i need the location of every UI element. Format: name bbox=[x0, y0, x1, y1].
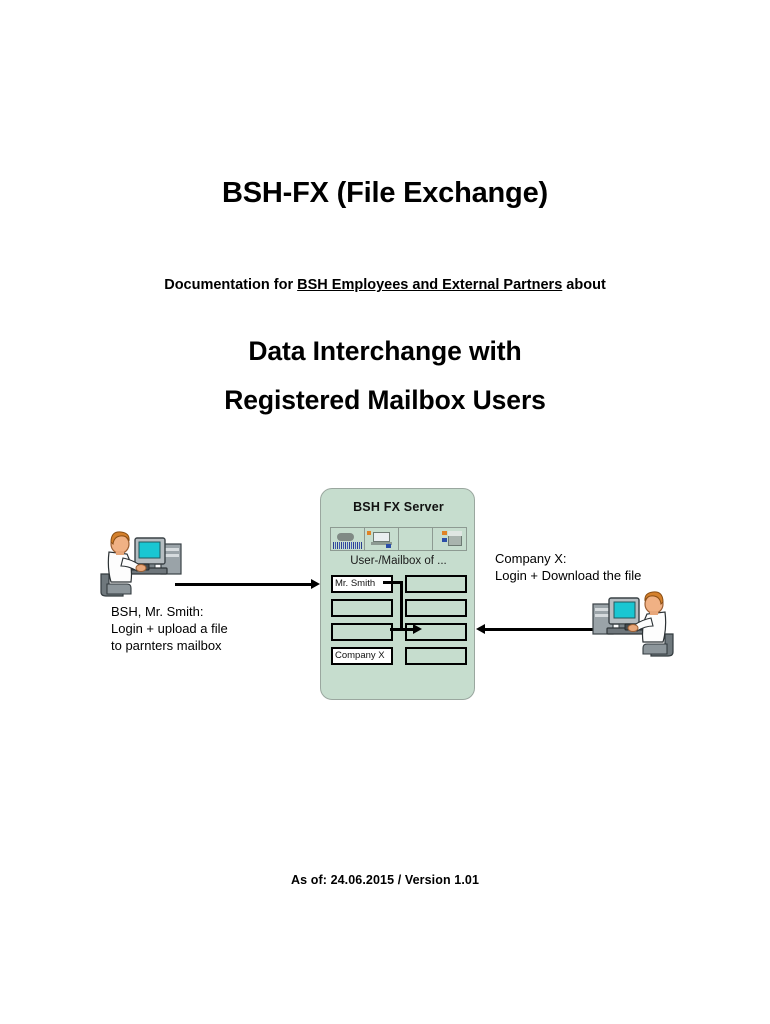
page-title: BSH-FX (File Exchange) bbox=[222, 177, 548, 209]
monitor-icon bbox=[373, 532, 390, 542]
mailbox-item[interactable] bbox=[405, 599, 467, 617]
arrow-download-line bbox=[485, 628, 595, 631]
monitor-base-icon bbox=[371, 542, 392, 545]
equipment-cell-storage bbox=[331, 528, 365, 550]
right-actor-line-1: Company X: bbox=[495, 551, 567, 566]
subtitle-underlined-audience: BSH Employees and External Partners bbox=[297, 277, 563, 293]
mailbox-caption: User-/Mailbox of ... bbox=[350, 555, 447, 567]
left-actor-line-2: Login + upload a file bbox=[111, 621, 228, 636]
storage-disk-icon bbox=[337, 533, 354, 541]
mailbox-item[interactable] bbox=[405, 575, 467, 593]
person-at-computer-right-icon bbox=[577, 582, 677, 660]
subtitle-prefix: Documentation for bbox=[164, 277, 298, 293]
person-at-computer-left-icon bbox=[97, 522, 197, 600]
printer-top-icon bbox=[448, 531, 462, 536]
server-title: BSH FX Server bbox=[353, 500, 444, 514]
server-equipment-strip-icon bbox=[330, 527, 467, 551]
connector-horizontal-bottom bbox=[390, 628, 415, 631]
mailbox-item[interactable] bbox=[405, 647, 467, 665]
file-exchange-diagram: BSH FX Server bbox=[95, 478, 695, 713]
rack-indicator-lights-icon bbox=[333, 542, 363, 549]
equipment-cell-workstation bbox=[365, 528, 399, 550]
arrow-upload-line bbox=[175, 583, 313, 586]
mailbox-item[interactable] bbox=[331, 623, 393, 641]
connector-vertical bbox=[400, 581, 403, 631]
printer-tab-blue-icon bbox=[442, 538, 447, 542]
arrow-upload-head-icon bbox=[311, 579, 320, 589]
connector-horizontal-top bbox=[383, 581, 403, 584]
equipment-cell-printer bbox=[433, 528, 466, 550]
mailbox-item[interactable]: Mr. Smith bbox=[331, 575, 393, 593]
left-actor-caption: BSH, Mr. Smith: Login + upload a file to… bbox=[111, 603, 228, 654]
right-actor-line-2: Login + Download the file bbox=[495, 568, 642, 583]
mailbox-grid: Mr. Smith Company X bbox=[331, 575, 467, 665]
arrow-download-head-icon bbox=[476, 624, 485, 634]
mailbox-item[interactable]: Company X bbox=[331, 647, 393, 665]
status-dot-orange-icon bbox=[367, 531, 371, 535]
heading-line-2: Registered Mailbox Users bbox=[224, 385, 546, 415]
left-actor-line-3: to parnters mailbox bbox=[111, 638, 222, 653]
bsh-fx-server-box: BSH FX Server bbox=[320, 488, 475, 700]
heading-line-1: Data Interchange with bbox=[248, 336, 522, 366]
right-actor-caption: Company X: Login + Download the file bbox=[495, 550, 641, 584]
footer-version-line: As of: 24.06.2015 / Version 1.01 bbox=[290, 873, 480, 887]
left-actor-line-1: BSH, Mr. Smith: bbox=[111, 604, 204, 619]
equipment-cell-empty bbox=[399, 528, 433, 550]
connector-arrow-head-icon bbox=[413, 624, 422, 634]
printer-tab-orange-icon bbox=[442, 531, 447, 535]
subtitle-suffix: about bbox=[562, 277, 606, 293]
mailbox-item[interactable] bbox=[331, 599, 393, 617]
document-subtitle: Documentation for BSH Employees and Exte… bbox=[0, 277, 770, 294]
status-dot-blue-icon bbox=[386, 544, 391, 548]
